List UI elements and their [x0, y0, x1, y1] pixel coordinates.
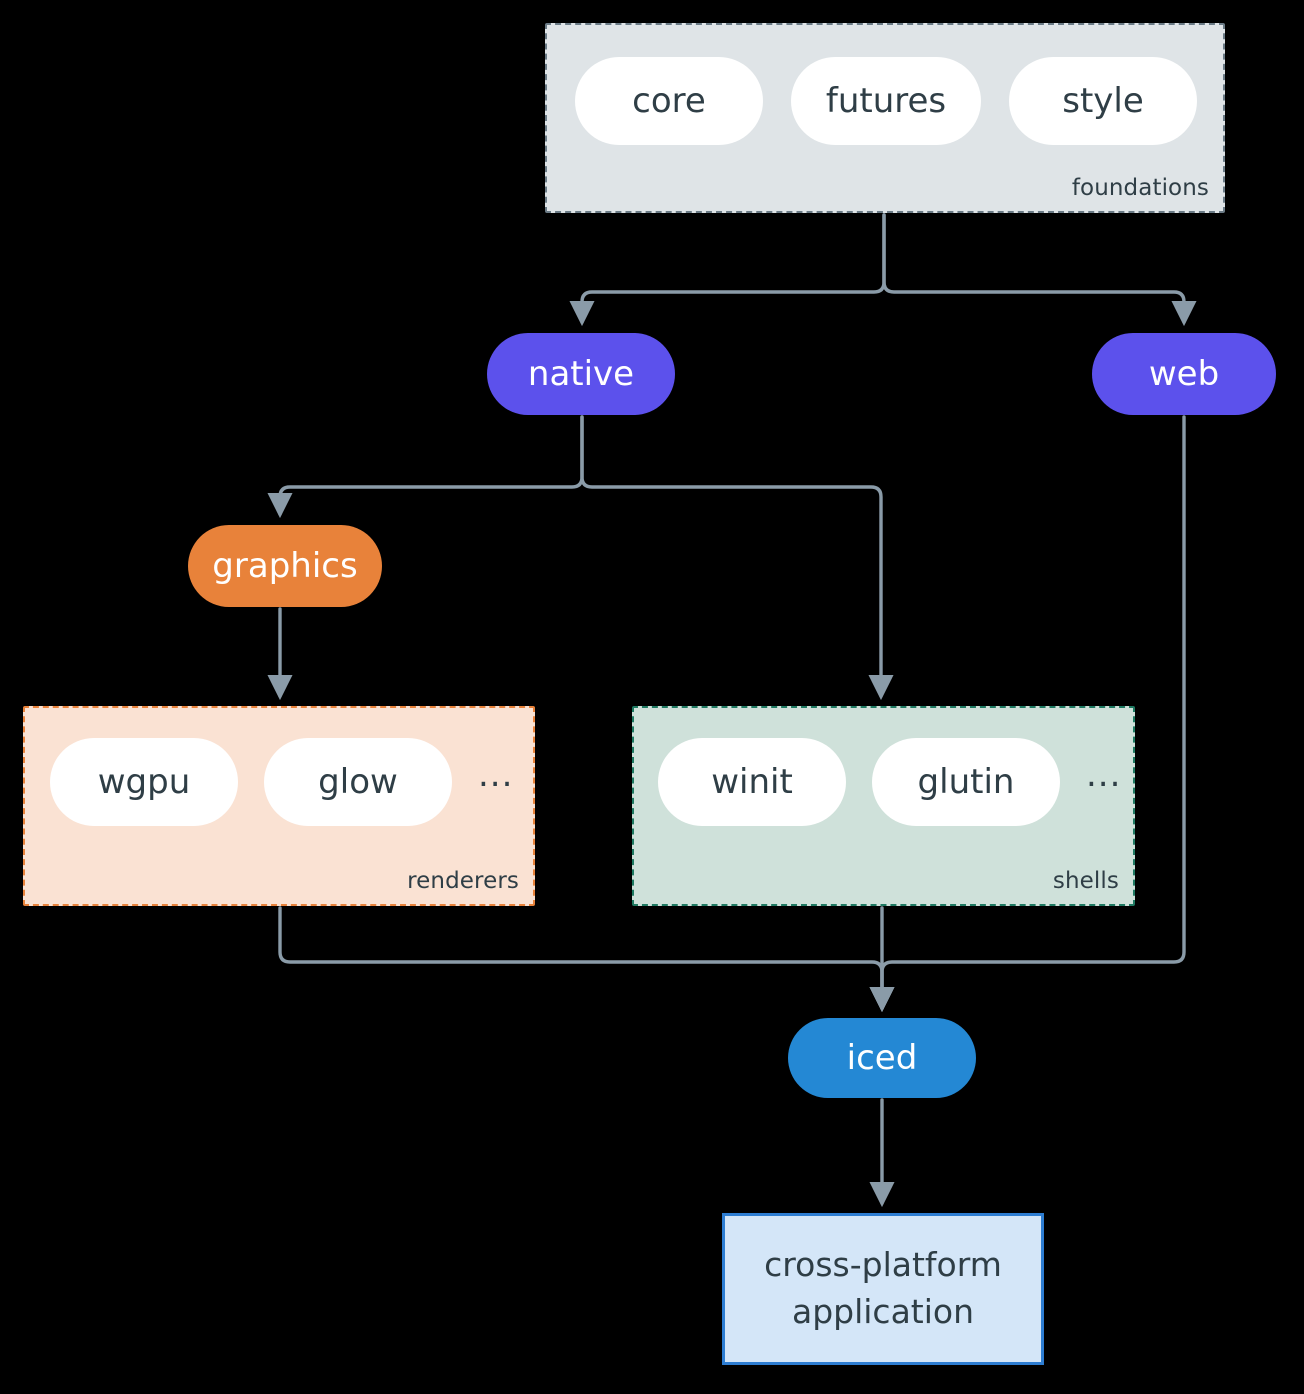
edge-renderers-iced	[278, 906, 895, 1013]
node-graphics[interactable]: graphics	[188, 525, 382, 607]
node-style[interactable]: style	[1009, 57, 1197, 145]
cluster-foundations-label: foundations	[1071, 175, 1209, 201]
node-glow[interactable]: glow	[264, 738, 452, 826]
renderers-ellipsis: ...	[478, 755, 514, 795]
node-wgpu[interactable]: wgpu	[50, 738, 238, 826]
application-label-line1: cross-platform	[764, 1245, 1002, 1285]
node-iced[interactable]: iced	[788, 1018, 976, 1098]
shells-ellipsis: ...	[1086, 755, 1122, 795]
edge-native-graphics	[267, 415, 584, 519]
node-futures[interactable]: futures	[791, 57, 981, 145]
node-cross-platform-application[interactable]: cross-platform application	[722, 1213, 1044, 1365]
edge-foundations-web	[882, 213, 1197, 327]
node-winit[interactable]: winit	[658, 738, 846, 826]
cluster-renderers: wgpu glow ... renderers	[23, 706, 535, 906]
cluster-shells: winit glutin ... shells	[632, 706, 1135, 906]
edge-foundations-native	[569, 213, 886, 327]
application-label-line2: application	[791, 1292, 975, 1331]
node-native[interactable]: native	[487, 333, 675, 415]
node-web[interactable]: web	[1092, 333, 1276, 415]
cluster-shells-items: winit glutin ...	[658, 738, 1121, 826]
node-core[interactable]: core	[575, 57, 763, 145]
node-glutin[interactable]: glutin	[872, 738, 1060, 826]
cluster-foundations-items: core futures style	[575, 57, 1197, 145]
cluster-foundations: core futures style foundations	[545, 23, 1225, 213]
edge-native-shells	[580, 415, 894, 701]
cluster-renderers-label: renderers	[407, 868, 519, 894]
cluster-renderers-items: wgpu glow ...	[50, 738, 513, 826]
cluster-shells-label: shells	[1052, 868, 1119, 894]
